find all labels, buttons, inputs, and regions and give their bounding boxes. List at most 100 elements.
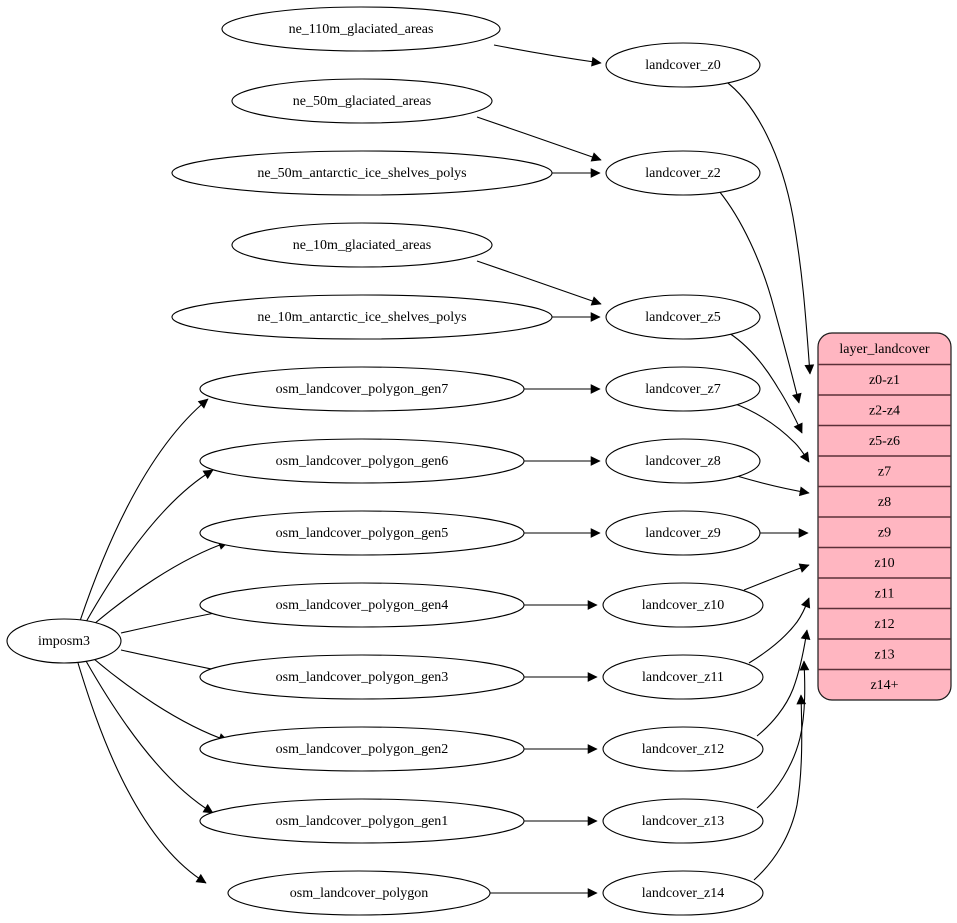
edge-line [718, 190, 800, 404]
node-landcover_z10[interactable]: landcover_z10 [602, 582, 764, 628]
node-shape-ellipse [199, 510, 525, 556]
edge-arrowhead [590, 528, 601, 538]
edge-landcover_z14-to-layer_landcover_row_10 [753, 694, 807, 881]
node-label: osm_landcover_polygon [290, 886, 428, 901]
node-shape-ellipse [605, 150, 761, 196]
node-shape-ellipse [171, 150, 553, 196]
node-osm_landcover_polygon_gen5[interactable]: osm_landcover_polygon_gen5 [199, 510, 525, 556]
node-label: osm_landcover_polygon_gen1 [276, 814, 449, 829]
node-shape-ellipse [199, 366, 525, 412]
node-shape-ellipse [605, 510, 761, 556]
edge-arrowhead [590, 296, 602, 306]
node-label: ne_10m_glaciated_areas [293, 238, 431, 253]
edge-osm_landcover_polygon-to-landcover_z14 [489, 888, 598, 898]
edge-line [723, 79, 811, 375]
node-shape-ellipse [602, 654, 764, 700]
record-row-z8[interactable]: z8 [878, 495, 891, 510]
node-landcover_z7[interactable]: landcover_z7 [605, 366, 761, 412]
node-imposm3[interactable]: imposm3 [6, 618, 122, 664]
edge-arrowhead [796, 694, 807, 705]
edge-arrowhead [798, 528, 809, 538]
record-row-z11[interactable]: z11 [875, 586, 895, 601]
record-row-z0-z1[interactable]: z0-z1 [869, 373, 900, 388]
record-row-z9[interactable]: z9 [878, 525, 891, 540]
record-node-layer_landcover[interactable]: layer_landcoverz0-z1z2-z4z5-z6z7z8z9z10z… [817, 332, 952, 701]
edge-imposm3-to-osm_landcover_polygon_gen7 [79, 398, 209, 622]
edge-arrowhead [587, 816, 598, 826]
node-osm_landcover_polygon_gen6[interactable]: osm_landcover_polygon_gen6 [199, 438, 525, 484]
edge-line [493, 44, 602, 64]
edge-arrowhead [590, 384, 601, 394]
edge-arrowhead [793, 422, 803, 434]
node-osm_landcover_polygon_gen2[interactable]: osm_landcover_polygon_gen2 [199, 726, 525, 772]
node-landcover_z8[interactable]: landcover_z8 [605, 438, 761, 484]
node-osm_landcover_polygon_gen3[interactable]: osm_landcover_polygon_gen3 [199, 654, 525, 700]
node-shape-ellipse [221, 6, 501, 52]
edge-landcover_z12-to-layer_landcover_row_8 [756, 629, 811, 737]
node-shape-ellipse [6, 618, 122, 664]
node-ne_10m_antarctic_ice_shelves_polys[interactable]: ne_10m_antarctic_ice_shelves_polys [171, 294, 553, 340]
node-label: landcover_z13 [642, 814, 724, 829]
edge-ne_10m_antarctic_ice_shelves_polys-to-landcover_z5 [552, 312, 601, 322]
node-landcover_z5[interactable]: landcover_z5 [605, 294, 761, 340]
node-ne_50m_glaciated_areas[interactable]: ne_50m_glaciated_areas [231, 78, 493, 124]
node-landcover_z12[interactable]: landcover_z12 [602, 726, 764, 772]
record-row-z2-z4[interactable]: z2-z4 [869, 403, 900, 418]
node-landcover_z14[interactable]: landcover_z14 [602, 870, 764, 916]
node-ne_110m_glaciated_areas[interactable]: ne_110m_glaciated_areas [221, 6, 501, 52]
edge-arrowhead [799, 660, 810, 671]
node-label: osm_landcover_polygon_gen6 [276, 454, 449, 469]
edge-arrowhead [587, 744, 598, 754]
node-osm_landcover_polygon_gen1[interactable]: osm_landcover_polygon_gen1 [199, 798, 525, 844]
node-label: landcover_z0 [645, 58, 720, 73]
node-shape-ellipse [605, 294, 761, 340]
edge-line [85, 660, 214, 814]
edge-arrowhead [792, 392, 802, 404]
edge-line [476, 260, 602, 305]
edge-arrowhead [590, 152, 602, 162]
edge-line [476, 116, 602, 161]
node-label: imposm3 [38, 634, 90, 649]
edge-arrowhead [591, 56, 602, 67]
node-ne_10m_glaciated_areas[interactable]: ne_10m_glaciated_areas [231, 222, 493, 268]
edge-arrowhead [590, 456, 601, 466]
edge-ne_50m_antarctic_ice_shelves_polys-to-landcover_z2 [552, 168, 601, 178]
record-row-z5-z6[interactable]: z5-z6 [869, 434, 900, 449]
node-label: ne_50m_antarctic_ice_shelves_polys [257, 166, 466, 181]
edge-line [743, 564, 810, 591]
node-landcover_z9[interactable]: landcover_z9 [605, 510, 761, 556]
node-shape-ellipse [171, 294, 553, 340]
node-label: landcover_z5 [645, 310, 720, 325]
node-osm_landcover_polygon_gen4[interactable]: osm_landcover_polygon_gen4 [199, 582, 525, 628]
edges-layer [77, 44, 815, 898]
node-shape-ellipse [231, 78, 493, 124]
node-landcover_z2[interactable]: landcover_z2 [605, 150, 761, 196]
node-shape-ellipse [602, 726, 764, 772]
record-row-z14+[interactable]: z14+ [870, 678, 898, 693]
node-label: osm_landcover_polygon_gen3 [276, 670, 449, 685]
edge-landcover_z0-to-layer_landcover_row_0 [723, 79, 815, 375]
edge-arrowhead [587, 600, 598, 610]
node-osm_landcover_polygon[interactable]: osm_landcover_polygon [227, 870, 491, 916]
node-ne_50m_antarctic_ice_shelves_polys[interactable]: ne_50m_antarctic_ice_shelves_polys [171, 150, 553, 196]
edge-landcover_z2-to-layer_landcover_row_1 [718, 190, 802, 404]
record-row-z10[interactable]: z10 [874, 556, 894, 571]
record-row-z7[interactable]: z7 [878, 464, 891, 479]
node-landcover_z0[interactable]: landcover_z0 [605, 42, 761, 88]
edge-line [736, 475, 810, 494]
edge-arrowhead [197, 398, 209, 409]
node-landcover_z13[interactable]: landcover_z13 [602, 798, 764, 844]
record-row-z12[interactable]: z12 [874, 617, 894, 632]
record-row-z13[interactable]: z13 [874, 647, 894, 662]
node-shape-ellipse [227, 870, 491, 916]
node-landcover_z11[interactable]: landcover_z11 [602, 654, 764, 700]
node-shape-ellipse [602, 582, 764, 628]
edge-arrowhead [804, 364, 815, 375]
edge-osm_landcover_polygon_gen2-to-landcover_z12 [523, 744, 598, 754]
edge-line [79, 398, 209, 622]
edge-osm_landcover_polygon_gen4-to-landcover_z10 [524, 600, 598, 610]
edge-landcover_z8-to-layer_landcover_row_4 [736, 475, 810, 497]
node-osm_landcover_polygon_gen7[interactable]: osm_landcover_polygon_gen7 [199, 366, 525, 412]
edge-line [77, 662, 207, 884]
